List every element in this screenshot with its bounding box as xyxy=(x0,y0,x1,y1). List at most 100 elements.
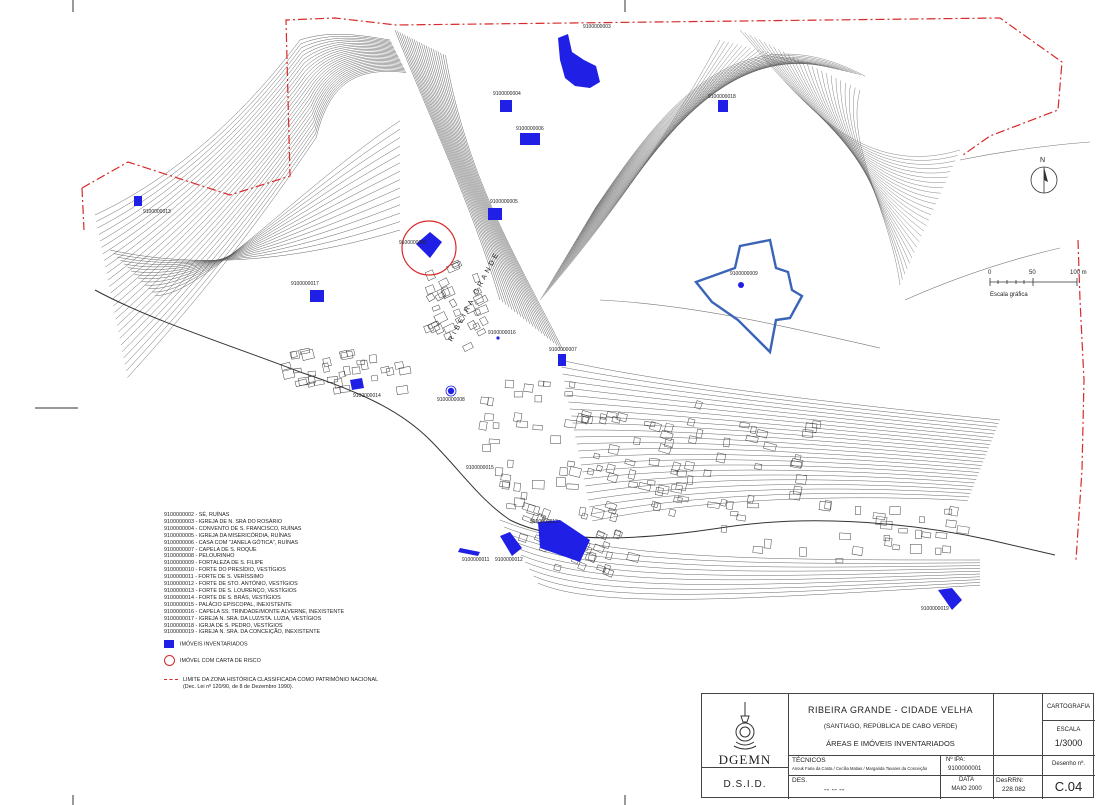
historic-zone-limit xyxy=(81,187,85,231)
building-outline xyxy=(394,361,405,370)
fortaleza-outline xyxy=(694,238,804,355)
building-outline xyxy=(472,287,483,296)
contour-line xyxy=(585,474,975,487)
contour-line xyxy=(572,61,809,246)
building-outline xyxy=(360,359,369,371)
contour-line xyxy=(592,497,968,522)
contour-line xyxy=(778,49,941,194)
building-outline xyxy=(898,528,908,534)
building-outline xyxy=(472,272,481,284)
building-outline xyxy=(473,308,482,316)
building-outline xyxy=(566,460,575,468)
contour-line xyxy=(516,547,981,576)
contour-line xyxy=(565,387,995,435)
building-outline xyxy=(875,516,888,526)
building-outline xyxy=(307,381,315,388)
building-outline xyxy=(526,503,541,517)
dept-name: D.S.I.D. xyxy=(723,779,767,790)
legend-item: 9100000004 - CONVENTO DE S. FRANCISCO, R… xyxy=(164,525,302,532)
legend-limit-label: LIMITE DA ZONA HISTÓRICA CLASSIFICADA CO… xyxy=(183,677,379,683)
contour-line xyxy=(109,229,401,261)
contour-line xyxy=(816,68,922,237)
data-label: DATA xyxy=(958,777,975,783)
building-outline xyxy=(580,512,589,520)
building-outline xyxy=(580,414,594,425)
building-outline xyxy=(587,551,597,562)
building-outline xyxy=(756,428,769,439)
map-subtitle: (SANTIAGO, REPÚBLICA DE CABO VERDE) xyxy=(823,723,958,730)
building-outline xyxy=(351,366,361,375)
contour-line xyxy=(583,469,977,480)
building-outline xyxy=(602,564,612,575)
building-outline xyxy=(854,506,862,515)
building-outline xyxy=(915,529,922,539)
building-outline xyxy=(675,481,687,492)
building-outline xyxy=(745,434,759,444)
site-label-s006: 9100000006 xyxy=(516,126,544,132)
building-outline xyxy=(627,469,637,480)
building-outline xyxy=(538,380,545,387)
building-outline xyxy=(298,376,310,386)
north-label: N xyxy=(1040,157,1045,164)
building-outline xyxy=(935,547,942,555)
risk-circle-icon xyxy=(164,655,175,666)
contour-line xyxy=(124,68,405,365)
contour-line xyxy=(122,65,404,352)
building-outline xyxy=(506,503,517,510)
building-outline xyxy=(424,284,436,295)
contour-line xyxy=(840,80,910,264)
contour-line xyxy=(94,34,391,216)
building-outline xyxy=(513,391,524,398)
legend-item: 9100000010 - FORTE DO PRESÍDIO, VESTÍGIO… xyxy=(164,567,286,574)
building-outline xyxy=(609,512,619,523)
contour-line xyxy=(529,568,981,590)
contour-line xyxy=(773,46,944,189)
building-outline xyxy=(462,341,474,352)
building-outline xyxy=(584,552,597,563)
contour-line xyxy=(116,60,402,326)
building-outline xyxy=(595,464,603,472)
building-outline xyxy=(664,437,675,449)
building-outline xyxy=(804,422,818,434)
tecnicos-label: TÉCNICOS xyxy=(792,757,826,764)
contour-line xyxy=(826,73,917,248)
site-label-s004: 9100000004 xyxy=(493,91,521,97)
contour-line xyxy=(520,554,981,581)
building-outline xyxy=(790,457,804,468)
desrrn-label: DesRRN: xyxy=(996,777,1024,784)
contour-line xyxy=(144,145,401,286)
building-outline xyxy=(802,429,814,439)
legend-item: 9100000013 - FORTE DE S. LOURENÇO, VESTÍ… xyxy=(164,587,297,594)
legend-inventoried: IMÓVEIS INVENTARIADOS xyxy=(164,640,248,648)
contour-line xyxy=(409,37,519,315)
frame-ticks xyxy=(35,0,626,805)
inventoried-swatch xyxy=(164,640,174,648)
legend-item: 9100000018 - IGRJA DE S. PEDRO, VESTÍGIO… xyxy=(164,622,283,629)
site-label-s005: 9100000005 xyxy=(490,199,518,205)
building-outline xyxy=(754,463,763,470)
building-outline xyxy=(605,551,613,561)
legend-limit: LIMITE DA ZONA HISTÓRICA CLASSIFICADA CO… xyxy=(164,677,378,683)
building-outline xyxy=(653,501,662,512)
marker-ring xyxy=(445,385,457,397)
building-outline xyxy=(720,524,728,533)
contour-line xyxy=(568,401,992,442)
scale-bar xyxy=(989,278,1078,286)
building-outline xyxy=(851,545,864,556)
contour-line xyxy=(418,41,531,325)
contour-line xyxy=(102,44,394,255)
site-label-s013-west: 9100000013 xyxy=(143,209,171,215)
building-outline xyxy=(746,494,755,504)
building-outline xyxy=(339,385,351,393)
building-outline xyxy=(668,508,677,517)
contour-line xyxy=(109,52,398,287)
contour-line xyxy=(561,54,778,265)
building-outline xyxy=(892,544,900,551)
building-outline xyxy=(427,320,440,330)
site-label-s014: 9100000014 xyxy=(353,393,381,399)
contour-line xyxy=(571,415,989,449)
contour-line xyxy=(835,77,913,259)
building-outline xyxy=(346,349,356,357)
building-outline xyxy=(788,490,801,501)
building-outline xyxy=(687,418,696,427)
